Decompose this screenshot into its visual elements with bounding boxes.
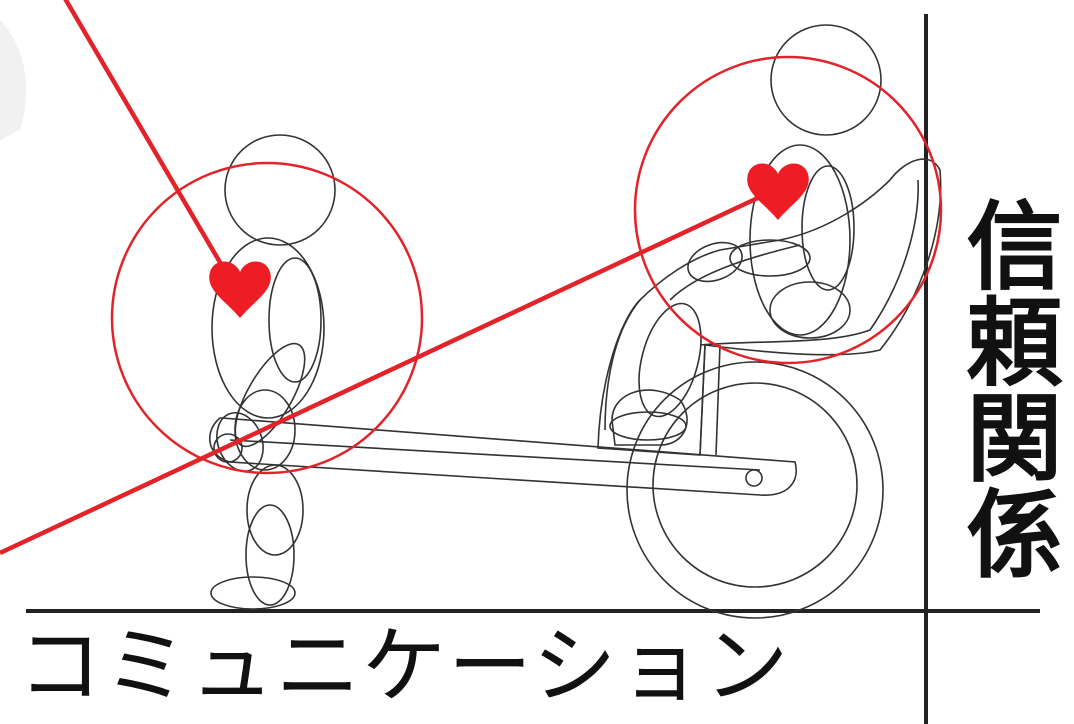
communication-label: コミュニケーション [18, 617, 791, 715]
passenger-head [770, 24, 882, 136]
puller-shin [245, 504, 295, 606]
passenger-foot [609, 411, 687, 441]
connector-line-to-passenger [0, 193, 763, 556]
rickshaw-body [597, 158, 942, 456]
puller-torso [211, 237, 325, 419]
connector-line-to-puller [63, 0, 230, 278]
rickshaw [208, 158, 942, 619]
rickshaw-shaft [208, 417, 797, 496]
passenger-thigh [687, 241, 743, 283]
heart-icon [747, 163, 809, 220]
passenger-highlight-circle [633, 55, 943, 365]
puller-arm [268, 257, 322, 383]
puller-foot [210, 576, 296, 610]
rickshaw-wheel-outer [626, 361, 884, 619]
puller-head [224, 134, 336, 246]
puller-figure [210, 134, 336, 610]
passenger-forearm [729, 239, 811, 277]
puller-highlight-circle [110, 161, 424, 475]
passenger-figure [609, 24, 882, 441]
passenger-torso [749, 144, 851, 336]
puller-leg [246, 464, 304, 556]
rickshaw-wheel-inner [652, 382, 858, 588]
background-fragment [0, 20, 27, 140]
trust-relationship-label: 信頼関係 [950, 196, 1063, 580]
passenger-leg [638, 302, 702, 418]
shaft-bolt [745, 469, 763, 487]
puller-thigh [234, 389, 296, 471]
heart-icon [209, 261, 271, 318]
puller-forearm [234, 342, 306, 448]
passenger-arm [801, 165, 855, 291]
